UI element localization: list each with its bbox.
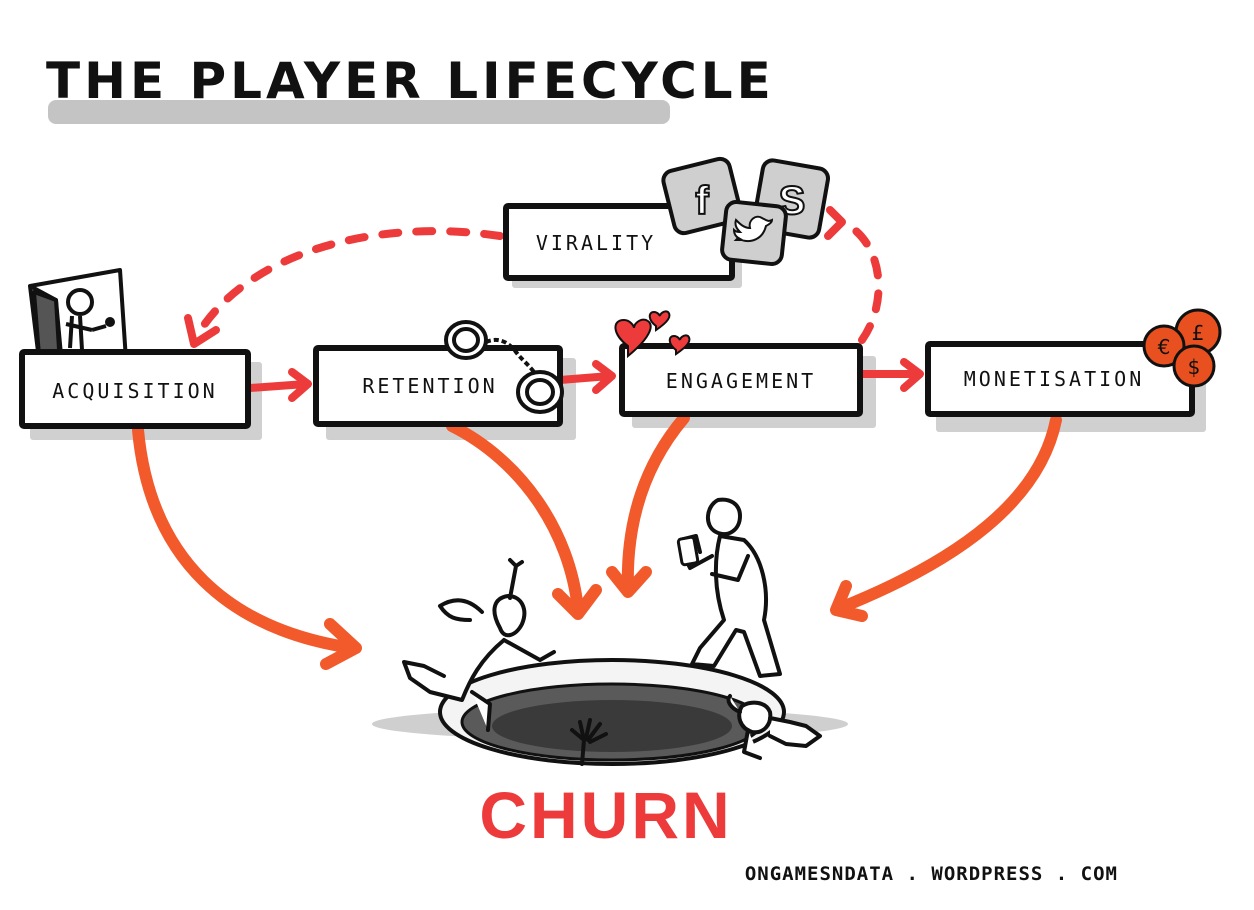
engagement-to-monetisation-arrow <box>858 358 924 392</box>
acquisition-label: ACQUISITION <box>52 379 217 403</box>
door-person-icon <box>28 268 128 370</box>
churn-arrows <box>132 412 1062 670</box>
title-group: THE PLAYER LIFECYCLE <box>46 52 775 124</box>
hearts-icon <box>614 310 691 359</box>
engagement-label: ENGAGEMENT <box>666 369 816 393</box>
churn-label: CHURN <box>479 778 732 852</box>
virality-to-acquisition-arrow <box>194 227 504 338</box>
monetisation-box: MONETISATION <box>925 341 1195 417</box>
twitter-icon <box>720 200 788 266</box>
virality-loop <box>194 218 883 344</box>
title-underline-shadow <box>48 100 670 124</box>
engagement-box: ENGAGEMENT <box>619 343 863 417</box>
svg-text:€: € <box>1158 335 1171 359</box>
retention-label: RETENTION <box>362 374 497 398</box>
walking-person-with-phone <box>678 497 782 678</box>
acquisition-churn-arrowhead <box>320 618 362 670</box>
svg-text:f: f <box>695 179 709 223</box>
engagement-churn-arrowhead <box>606 566 652 598</box>
virality-label: VIRALITY <box>536 231 656 255</box>
retention-churn-arrow <box>446 420 584 616</box>
retention-churn-arrowhead <box>552 584 602 620</box>
acquisition-churn-arrow <box>132 424 358 654</box>
facebook-icon: f <box>661 156 743 236</box>
engagement-churn-arrow <box>621 412 690 596</box>
reaching-hand <box>570 718 608 766</box>
footer-url: ONGAMESNDATA . WORDPRESS . COM <box>745 863 1118 885</box>
retention-box: RETENTION <box>313 345 563 427</box>
phone-icon <box>676 535 700 567</box>
engagement-to-virality-arrow <box>838 218 883 344</box>
stage-flow-arrows <box>246 358 924 402</box>
coins-icon: £ € $ <box>1142 308 1222 388</box>
monetisation-churn-arrowhead <box>830 580 868 622</box>
svg-text:£: £ <box>1192 321 1205 345</box>
retention-to-engagement-arrow <box>556 360 616 394</box>
acquisition-to-retention-arrow <box>246 368 312 402</box>
falling-person <box>402 558 556 732</box>
virality-arrowhead-left <box>184 314 220 348</box>
monetisation-label: MONETISATION <box>964 367 1145 391</box>
acquisition-box: ACQUISITION <box>19 349 251 429</box>
crawling-person <box>726 694 822 760</box>
monetisation-churn-arrow <box>834 414 1062 614</box>
virality-arrowhead-top <box>824 206 846 240</box>
churn-hole-illustration <box>372 497 848 766</box>
handcuffs-icon <box>444 320 564 414</box>
svg-text:$: $ <box>1188 355 1201 379</box>
page-title: THE PLAYER LIFECYCLE <box>46 52 775 110</box>
